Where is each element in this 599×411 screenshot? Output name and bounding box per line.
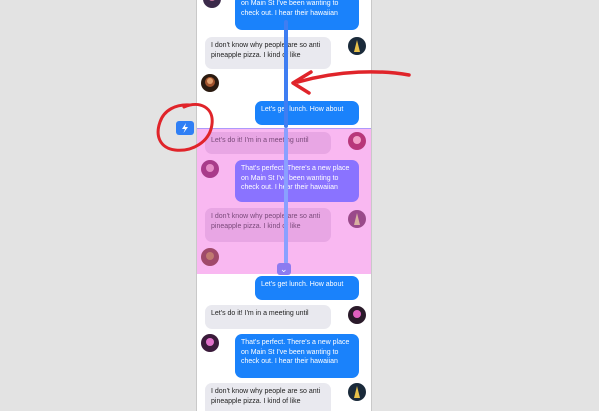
message-bubble-incoming[interactable]: I don't know why people are so anti pine… xyxy=(205,383,331,411)
contact-avatar[interactable] xyxy=(201,248,219,266)
contact-avatar[interactable] xyxy=(201,334,219,352)
chevron-down-icon: ⌄ xyxy=(280,264,288,274)
user-avatar[interactable] xyxy=(348,37,366,55)
user-avatar[interactable] xyxy=(348,210,366,228)
scroll-handle[interactable]: ⌄ xyxy=(277,263,291,275)
message-bubble-outgoing[interactable]: Let's get lunch. How about xyxy=(255,101,359,125)
message-bubble-incoming[interactable]: Let's do it! I'm in a meeting until xyxy=(205,305,331,329)
user-avatar[interactable] xyxy=(348,132,366,150)
message-bubble-incoming[interactable]: I don't know why people are so anti pine… xyxy=(205,37,331,69)
drag-line-top xyxy=(284,20,288,128)
quick-action-button[interactable] xyxy=(176,121,194,135)
message-bubble-outgoing[interactable]: Let's get lunch. How about xyxy=(255,276,359,300)
message-bubble-outgoing[interactable]: That's perfect. There's a new place on M… xyxy=(235,334,359,378)
user-avatar[interactable] xyxy=(348,306,366,324)
contact-avatar[interactable] xyxy=(201,74,219,92)
drag-line-highlight xyxy=(284,128,288,264)
message-bubble-incoming[interactable]: Let's do it! I'm in a meeting until xyxy=(205,132,331,154)
message-bubble-outgoing[interactable]: That's perfect. There's a new place on M… xyxy=(235,160,359,202)
contact-avatar[interactable] xyxy=(201,160,219,178)
lightning-bolt-icon xyxy=(182,123,188,133)
message-bubble-incoming[interactable]: I don't know why people are so anti pine… xyxy=(205,208,331,242)
user-avatar[interactable] xyxy=(348,383,366,401)
contact-avatar[interactable] xyxy=(203,0,221,8)
message-bubble-outgoing[interactable]: on Main St I've been wanting to check ou… xyxy=(235,0,359,30)
chat-phone-frame: on Main St I've been wanting to check ou… xyxy=(196,0,372,411)
